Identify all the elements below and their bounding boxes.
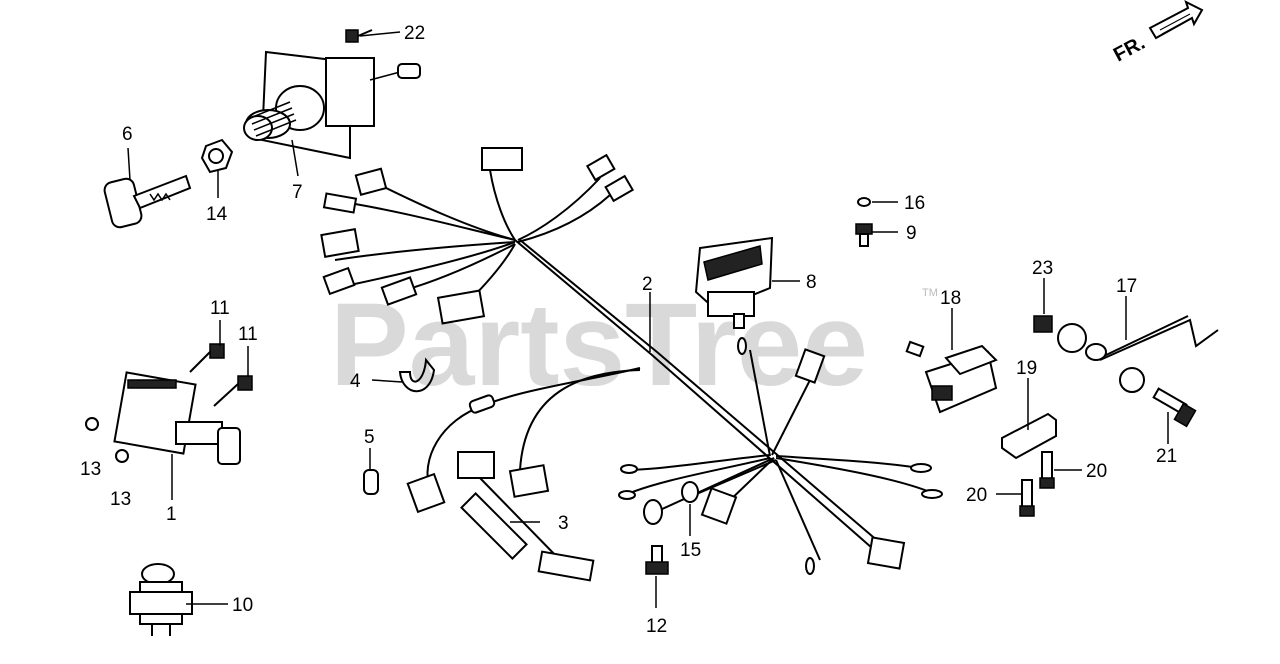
hex-nut-icon	[200, 138, 234, 174]
screw-icon	[345, 29, 373, 43]
callout-12: 12	[646, 616, 667, 637]
callout-13a: 13	[80, 459, 101, 480]
callout-16: 16	[904, 193, 925, 214]
push-switch	[129, 563, 193, 636]
callout-19: 19	[1016, 358, 1037, 379]
ignition-switch	[243, 50, 421, 160]
callout-23: 23	[1032, 258, 1053, 279]
nut-icon-23	[1033, 315, 1053, 333]
resistor-wire	[460, 477, 595, 582]
callout-4: 4	[350, 371, 361, 392]
callout-22: 22	[404, 23, 425, 44]
callout-15: 15	[680, 540, 701, 561]
relay	[905, 340, 998, 414]
rocker-switch	[694, 236, 774, 329]
bolt-icon-12	[645, 545, 669, 575]
relay-bracket	[1001, 412, 1057, 460]
disc-washer-icon	[1119, 367, 1145, 393]
callout-10: 10	[232, 595, 253, 616]
callout-5: 5	[364, 427, 375, 448]
callout-17: 17	[1116, 276, 1137, 297]
callout-13b: 13	[110, 489, 131, 510]
callout-20b: 20	[966, 485, 987, 506]
callout-11b: 11	[238, 324, 258, 345]
fuse-icon	[363, 469, 379, 495]
washer-icon	[857, 197, 871, 207]
callout-21: 21	[1156, 446, 1177, 467]
callout-2: 2	[642, 274, 653, 295]
grommet-icon	[681, 481, 699, 503]
front-direction-label: FR.	[1110, 32, 1149, 67]
callout-14: 14	[206, 204, 228, 225]
callout-8: 8	[806, 272, 817, 293]
main-wire-harness	[320, 147, 943, 575]
callout-3: 3	[558, 513, 569, 534]
screw-icon-11b	[213, 375, 253, 407]
ignition-key-icon	[103, 174, 192, 229]
bolt-icon-20a	[1039, 451, 1055, 489]
screw-icon-11a	[189, 343, 225, 373]
bolt-icon-20b	[1019, 479, 1035, 517]
callout-7: 7	[292, 182, 303, 203]
watermark-trademark: TM	[922, 287, 938, 299]
watermark-text: PartsTree	[330, 279, 868, 411]
harness-clamp-icon	[398, 357, 436, 393]
flat-washer-icon	[1085, 343, 1107, 361]
combination-switch	[113, 371, 241, 465]
callout-6: 6	[122, 124, 133, 145]
callout-1: 1	[166, 504, 177, 525]
bolt-icon-9	[855, 223, 873, 247]
callout-9: 9	[906, 223, 917, 244]
spring-rod	[1099, 315, 1219, 361]
callout-20a: 20	[1086, 461, 1107, 482]
nut-icon-13a	[85, 417, 99, 431]
leader-lines	[127, 31, 1169, 608]
nut-icon-13b	[115, 449, 129, 463]
front-direction-arrow-icon	[1148, 0, 1204, 40]
callout-18: 18	[940, 288, 961, 309]
callout-11a: 11	[210, 298, 230, 319]
pulley-icon	[1057, 323, 1087, 353]
bolt-icon-21	[1152, 387, 1197, 428]
